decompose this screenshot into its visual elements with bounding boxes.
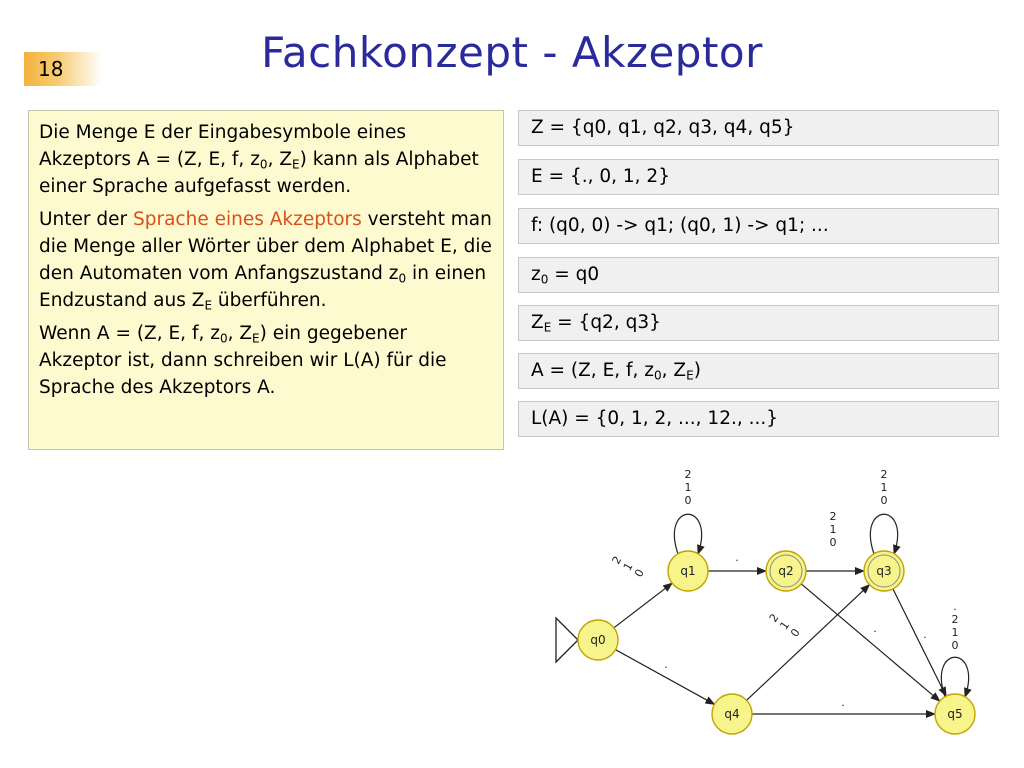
definition-start-state: z0 = q0 xyxy=(518,257,999,293)
state-label: q0 xyxy=(590,633,605,647)
transition-symbol: . xyxy=(953,600,957,613)
transition-q0-q4 xyxy=(615,649,716,705)
transition-q3-q5 xyxy=(892,588,947,697)
transition-symbol: 2 xyxy=(830,510,837,523)
label-q3-q5: . xyxy=(923,628,927,641)
transition-symbol: . xyxy=(841,696,845,709)
label-q0-q1: 210 xyxy=(610,554,647,580)
state-label: q2 xyxy=(778,564,793,578)
transition-symbol: 0 xyxy=(881,494,888,507)
transition-symbol: 2 xyxy=(952,613,959,626)
transition-q3-q3 xyxy=(869,513,901,555)
state-q5: q5 xyxy=(934,693,976,735)
label-q1-q1: 210 xyxy=(685,468,692,507)
transition-symbol: . xyxy=(664,658,668,671)
state-q3: q3 xyxy=(863,550,905,592)
state-q2: q2 xyxy=(765,550,807,592)
definition-transition-function: f: (q0, 0) -> q1; (q0, 1) -> q1; ... xyxy=(518,208,999,244)
transition-symbol: 0 xyxy=(788,626,803,639)
transition-symbol: . xyxy=(923,628,927,641)
slide-number: 18 xyxy=(24,52,102,86)
definition-language: L(A) = {0, 1, 2, ..., 12., ...} xyxy=(518,401,999,437)
transition-symbol: 1 xyxy=(685,481,692,494)
label-q2-q5: . xyxy=(873,622,877,635)
transition-symbol: . xyxy=(873,622,877,635)
paragraph-notation: Wenn A = (Z, E, f, z0, ZE) ein gegebener… xyxy=(39,323,447,398)
transition-symbol: 2 xyxy=(881,468,888,481)
transition-symbol: 2 xyxy=(685,468,692,481)
state-q4: q4 xyxy=(711,693,753,735)
label-q1-q2: . xyxy=(735,551,739,564)
definition-alphabet: E = {., 0, 1, 2} xyxy=(518,159,999,195)
label-q4-q5: . xyxy=(841,696,845,709)
definition-states: Z = {q0, q1, q2, q3, q4, q5} xyxy=(518,110,999,146)
transition-q5-q5 xyxy=(940,656,972,698)
state-nodes: q0 q1 q2 q3 q4 q5 xyxy=(577,550,976,735)
slide-title: Fachkonzept - Akzeptor xyxy=(261,28,763,77)
transition-symbol: 1 xyxy=(830,523,837,536)
definition-automaton-tuple: A = (Z, E, f, z0, ZE) xyxy=(518,353,999,389)
transition-labels: 210.210.210.210.210..210 xyxy=(610,468,959,709)
label-q2-q3: 210 xyxy=(830,510,837,549)
label-q3-q3: 210 xyxy=(881,468,888,507)
transition-symbol: . xyxy=(735,551,739,564)
transition-q1-q1 xyxy=(673,513,705,555)
transition-q2-q5 xyxy=(800,583,941,702)
state-label: q1 xyxy=(680,564,695,578)
label-q0-q4: . xyxy=(664,658,668,671)
transition-symbol: 0 xyxy=(685,494,692,507)
transition-symbol: 0 xyxy=(830,536,837,549)
state-label: q5 xyxy=(947,707,962,721)
transition-symbol: 0 xyxy=(952,639,959,652)
definition-final-states: ZE = {q2, q3} xyxy=(518,305,999,341)
label-q4-q3: 210 xyxy=(767,611,803,639)
transition-q0-q1 xyxy=(613,582,673,629)
state-q0: q0 xyxy=(577,619,619,661)
transition-symbol: 0 xyxy=(632,567,647,580)
transition-symbol: 1 xyxy=(952,626,959,639)
label-q5-q5: .210 xyxy=(952,600,959,652)
state-label: q3 xyxy=(876,564,891,578)
explanation-box: Die Menge E der Eingabesymbole eines Akz… xyxy=(28,110,504,450)
transition-symbol: 1 xyxy=(881,481,888,494)
start-marker xyxy=(555,616,579,664)
state-q1: q1 xyxy=(667,550,709,592)
transition-edges xyxy=(555,513,972,718)
paragraph-language: Unter der Sprache eines Akzeptors verste… xyxy=(39,209,492,313)
transition-q4-q3 xyxy=(746,584,871,701)
state-label: q4 xyxy=(724,707,739,721)
paragraph-alphabet: Die Menge E der Eingabesymbole eines Akz… xyxy=(39,122,479,197)
